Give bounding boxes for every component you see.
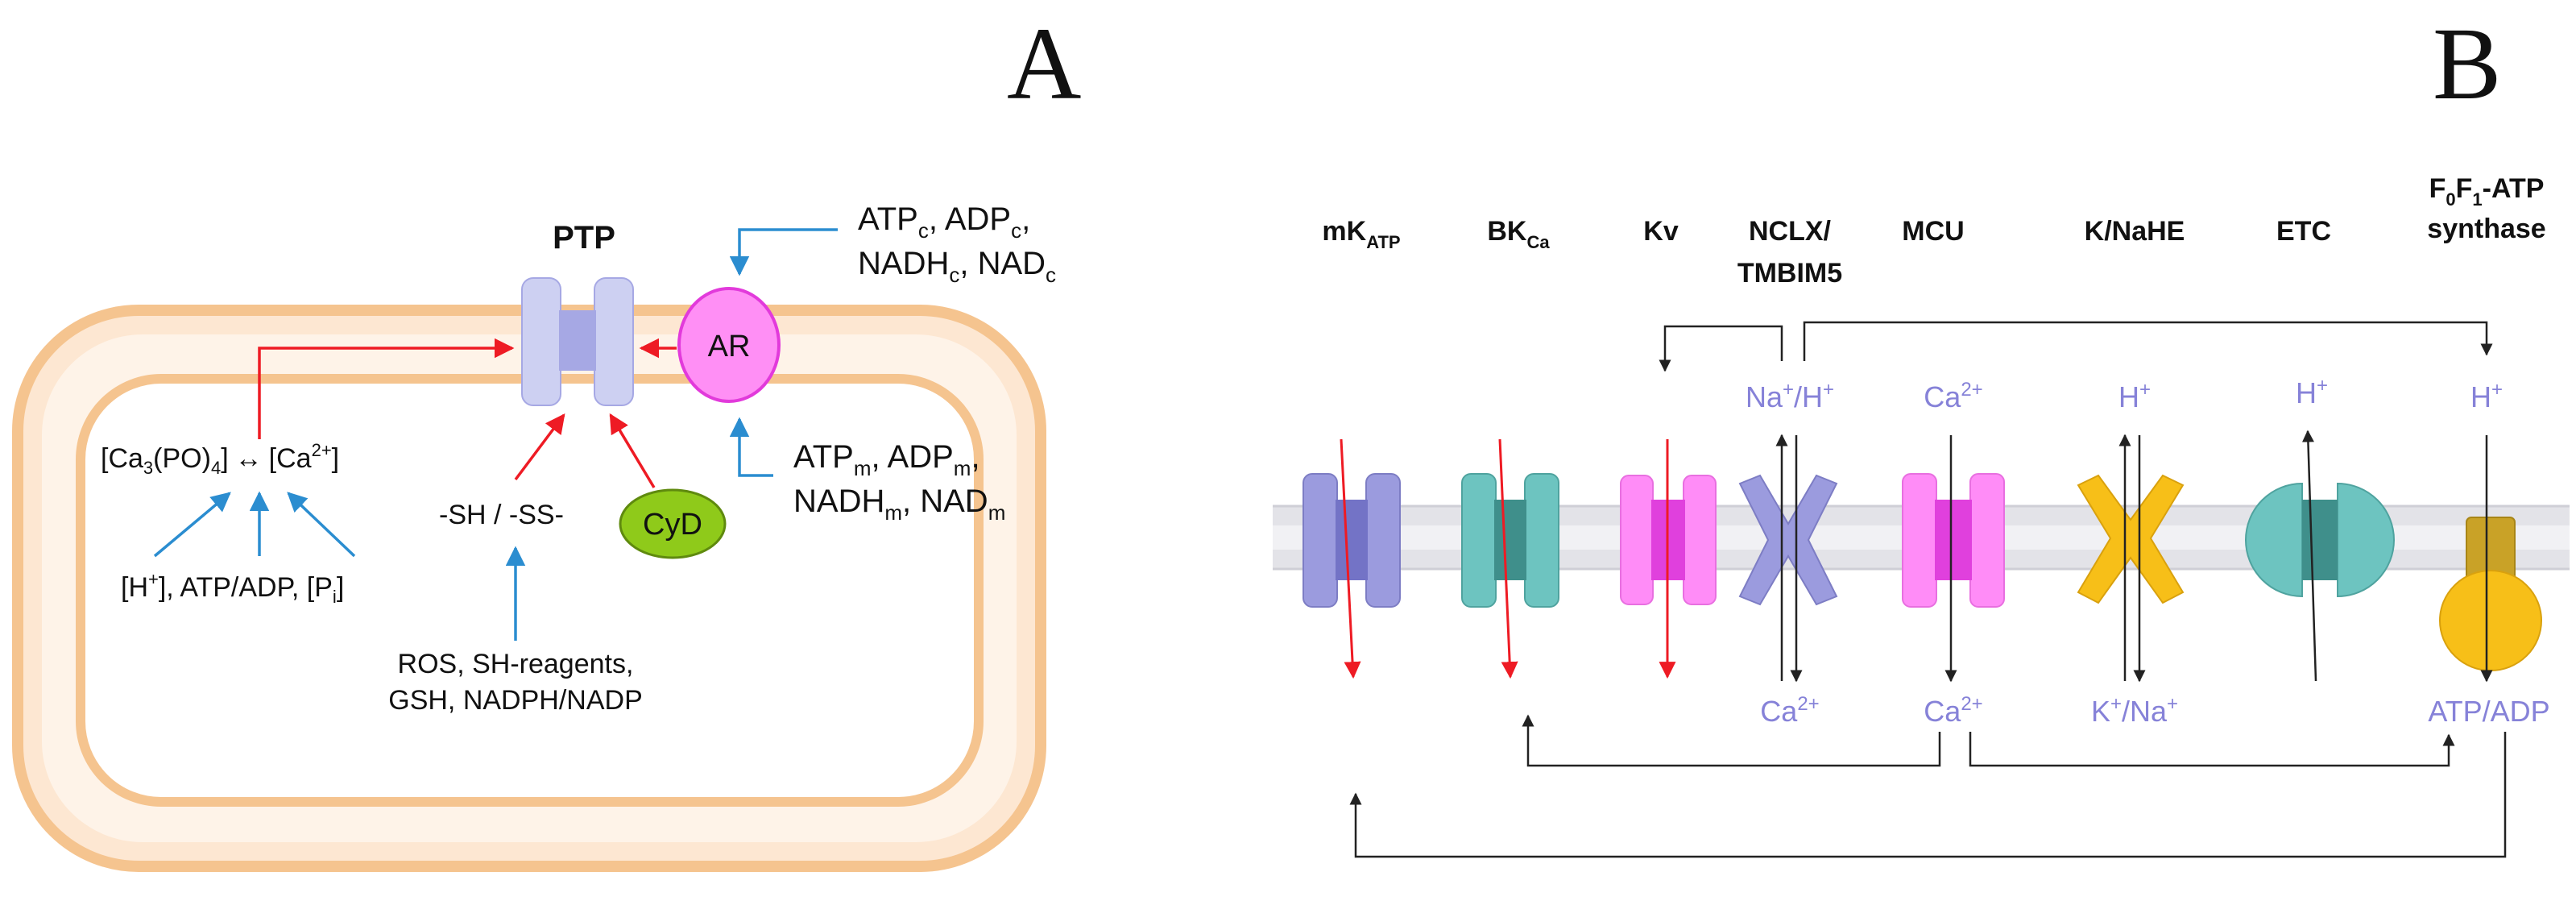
intermembrane-side-ions: Ca2+ Ca2+ K+/Na+ ATP/ADP — [1760, 693, 2549, 728]
ion-na-h-top: Na+/H+ — [1746, 379, 1834, 413]
cyd-ellipse — [619, 488, 727, 559]
ion-h-atps: H+ — [2470, 379, 2503, 413]
label-atp-synthase-2: synthase — [2427, 214, 2545, 244]
cyto-line-1: ATPc, ADPc, — [858, 201, 1030, 243]
panel-b: B mKATP BKCa Kv NCLX/ TMBIM5 MCU K/NaHE … — [1273, 6, 2570, 858]
channel-knahe — [2077, 474, 2185, 604]
red-activation-arrows — [258, 338, 677, 488]
label-kv: Kv — [1643, 216, 1679, 247]
connector-ca-to-atpadp — [1969, 732, 2455, 767]
ion-h-etc: H+ — [2296, 375, 2328, 409]
connector-nclx-to-atps — [1803, 321, 2493, 361]
arrow-pi-to-ca — [287, 492, 356, 558]
arrow-matrix-to-ar — [729, 417, 773, 477]
mitochondrion — [12, 305, 1046, 872]
ptp-right-subunit — [594, 277, 634, 406]
label-nclx-2: TMBIM5 — [1737, 258, 1842, 289]
arrow-h-to-ca — [153, 492, 231, 558]
channel-mcu — [1902, 473, 2005, 608]
panel-b-letter: B — [2433, 6, 2501, 121]
ion-flux-arrows — [1775, 430, 2493, 683]
matrix-nucleotides: ATPm, ADPm, NADHm, NADm — [793, 439, 1005, 525]
connector-nclx-to-kv — [1659, 325, 1783, 372]
arrow-calcium-to-ptp — [258, 338, 515, 439]
adenine-receptor: AR — [677, 287, 781, 403]
blue-regulatory-arrows — [153, 228, 838, 641]
cytosolic-nucleotides: ATPc, ADPc, NADHc, NADc — [858, 201, 1056, 287]
channel-etc — [2245, 482, 2395, 598]
label-bkca: BKCa — [1487, 216, 1550, 252]
ros-line-2: GSH, NADPH/NADP — [388, 685, 643, 716]
channel-mkatp — [1302, 473, 1401, 608]
ar-ellipse — [677, 287, 781, 403]
channel-bkca — [1461, 473, 1559, 608]
arrow-thiol-to-ptp — [514, 413, 565, 481]
ion-ca-mcu-bottom: Ca2+ — [1924, 693, 1982, 728]
ptp-pore — [521, 277, 634, 406]
label-knahe: K/NaHE — [2085, 216, 2185, 247]
ptp-left-subunit — [521, 277, 561, 406]
panel-a-letter: A — [1007, 6, 1081, 121]
cyto-line-2: NADHc, NADc — [858, 246, 1056, 287]
matrix-line-2: NADHm, NADm — [793, 484, 1005, 525]
ptp-label: PTP — [553, 220, 615, 255]
regulators-ions: [H+], ATP/ADP, [Pi] — [121, 569, 344, 607]
connector-ca-to-bkca — [1522, 714, 1941, 767]
ion-h-knahe: H+ — [2118, 379, 2151, 413]
ion-k-na-bottom: K+/Na+ — [2091, 693, 2178, 728]
ros-line-1: ROS, SH-reagents, — [398, 649, 634, 679]
arrow-cyd-to-ptp — [609, 413, 656, 488]
ion-ca-nclx-bottom: Ca2+ — [1760, 693, 1819, 728]
connector-atpadp-to-mkatp — [1349, 732, 2507, 858]
label-nclx-1: NCLX/ — [1749, 216, 1832, 247]
label-mkatp: mKATP — [1322, 216, 1400, 252]
ar-label: AR — [708, 330, 751, 363]
matrix-line-1: ATPm, ADPm, — [793, 439, 980, 480]
channel-labels: mKATP BKCa Kv NCLX/ TMBIM5 MCU K/NaHE ET… — [1322, 173, 2545, 289]
ptp-channel-core — [559, 310, 596, 371]
potassium-flux-arrows — [1340, 438, 1676, 679]
label-mcu: MCU — [1902, 216, 1964, 247]
regulatory-connectors — [1349, 321, 2507, 858]
arrow-cyto-to-ar — [729, 228, 838, 276]
panel-a: A PTP AR CyD ATPc, ADPc, NADHc, NADc — [12, 6, 1081, 872]
label-etc: ETC — [2276, 216, 2331, 247]
cyd-label: CyD — [643, 508, 702, 542]
ion-atp-adp-bottom: ATP/ADP — [2428, 695, 2549, 728]
cyclophilin-d: CyD — [619, 488, 727, 559]
thiol-label: -SH / -SS- — [439, 500, 564, 530]
channel-nclx — [1738, 474, 1838, 606]
ion-ca-top: Ca2+ — [1924, 379, 1982, 413]
channel-atp-synthase — [2439, 517, 2542, 671]
matrix-side-ions: Na+/H+ Ca2+ H+ H+ H+ — [1746, 375, 2503, 413]
label-atp-synthase-1: F0F1-ATP — [2429, 173, 2545, 210]
calcium-phosphate-equilibrium: [Ca3(PO)4]↔[Ca2+] — [101, 440, 339, 478]
